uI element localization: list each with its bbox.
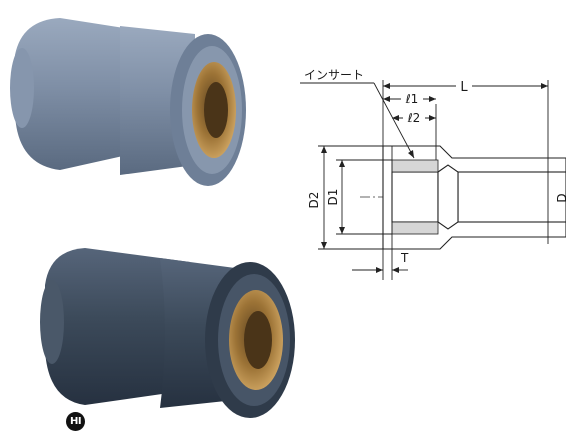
dimension-l2 bbox=[392, 110, 436, 125]
label-l1: ℓ1 bbox=[405, 92, 419, 106]
label-L: L bbox=[460, 80, 468, 95]
insert-band-bottom bbox=[391, 221, 439, 235]
hi-badge: HI bbox=[66, 412, 85, 431]
fitting-section bbox=[382, 145, 566, 250]
label-D2: D2 bbox=[307, 192, 321, 209]
extension-lines bbox=[318, 80, 549, 280]
label-T: T bbox=[400, 251, 409, 265]
label-D-cut: D bbox=[555, 193, 566, 202]
label-D1: D1 bbox=[326, 189, 340, 206]
fitting-photo-dark bbox=[40, 248, 295, 418]
insert-band-top bbox=[391, 159, 439, 173]
dimension-l1 bbox=[383, 91, 436, 106]
dimension-D1 bbox=[339, 160, 345, 234]
dimension-D2 bbox=[321, 146, 327, 249]
fitting-photo-light bbox=[10, 18, 246, 186]
insert-leader bbox=[300, 82, 415, 159]
dimension-T bbox=[352, 267, 408, 273]
dimension-L bbox=[383, 78, 548, 94]
label-insert: インサート bbox=[304, 68, 364, 82]
label-l2: ℓ2 bbox=[407, 111, 421, 125]
